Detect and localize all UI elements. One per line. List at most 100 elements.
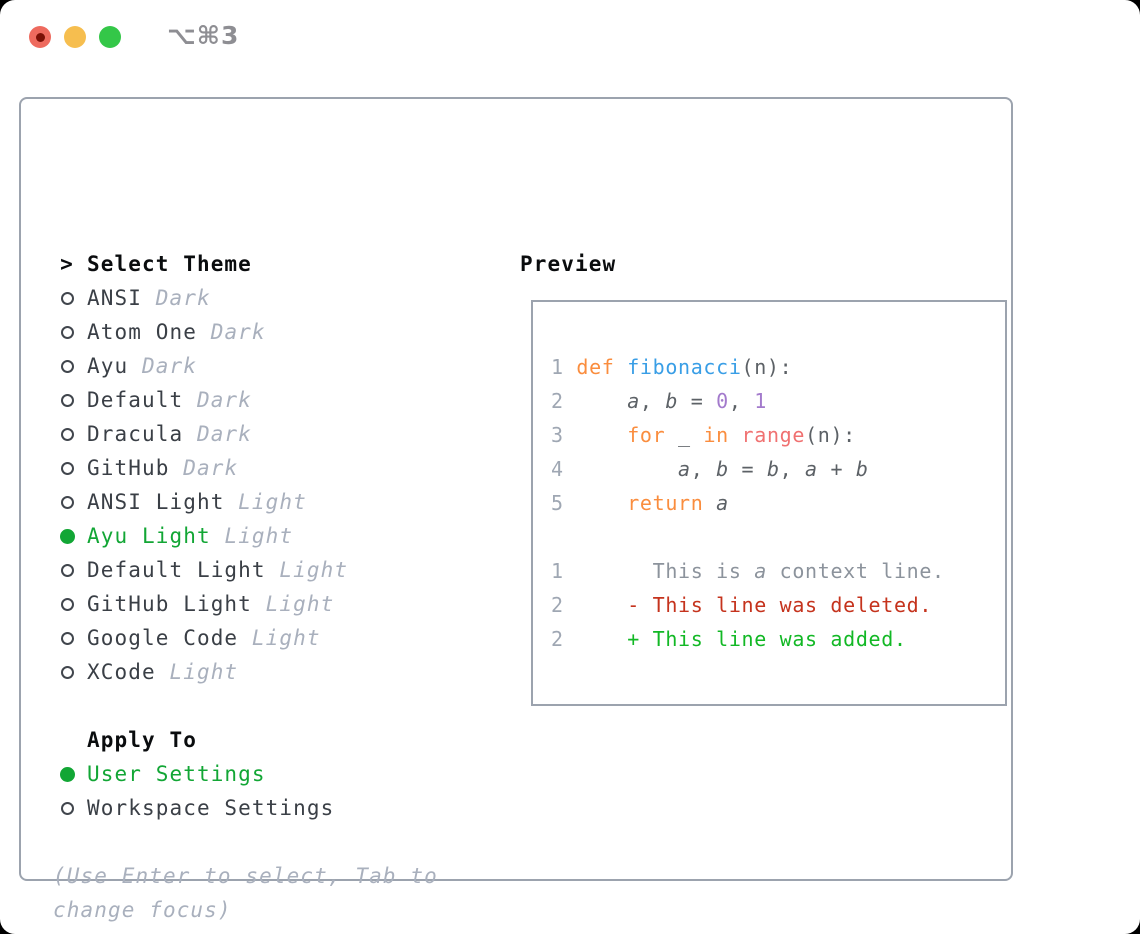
radio-selected-icon	[59, 528, 75, 544]
option-dracula[interactable]: Dracula Dark	[53, 417, 438, 451]
option-ansi-light[interactable]: ANSI Light Light	[53, 485, 438, 519]
code-line: 1 def fibonacci(n):	[551, 350, 1005, 384]
code-token: 1	[551, 355, 564, 379]
row-label: ANSI Light	[87, 490, 225, 514]
option-ansi[interactable]: ANSI Dark	[53, 281, 438, 315]
option-ayu[interactable]: Ayu Dark	[53, 349, 438, 383]
option-ayu-light[interactable]: Ayu Light Light	[53, 519, 438, 553]
radio-icon	[60, 359, 74, 373]
code-line: 4 a, b = b, a + b	[551, 452, 1005, 486]
blank-row	[53, 825, 438, 859]
radio-icon	[60, 665, 74, 679]
option-github[interactable]: GitHub Dark	[53, 451, 438, 485]
row-label: Select Theme	[87, 252, 252, 276]
row-label: (Use Enter to select, Tab to	[53, 864, 438, 888]
close-button[interactable]	[29, 26, 51, 48]
row-text: Apply To	[87, 728, 197, 752]
row-text: change focus)	[53, 898, 232, 922]
code-line: 1 This is a context line.	[551, 554, 1005, 588]
row-text: Select Theme	[87, 252, 252, 276]
code-token: ,	[639, 389, 666, 413]
code-token: b	[716, 457, 729, 481]
radio-icon	[60, 563, 74, 577]
row-label: GitHub Light	[87, 592, 252, 616]
row-text: User Settings	[87, 762, 266, 786]
row-text: Default Light Light	[87, 558, 348, 582]
variant-suffix: Light	[265, 558, 349, 582]
code-token: 2	[551, 627, 564, 651]
code-token	[564, 355, 577, 379]
variant-suffix: Light	[238, 626, 321, 650]
code-token: - This line was deleted.	[627, 593, 933, 617]
code-token	[564, 423, 628, 447]
option-workspace-settings[interactable]: Workspace Settings	[53, 791, 438, 825]
code-token: 2	[551, 389, 564, 413]
radio-icon	[60, 325, 74, 339]
radio-icon	[60, 597, 74, 611]
option-xcode[interactable]: XCode Light	[53, 655, 438, 689]
minimize-button[interactable]	[64, 26, 86, 48]
row-text: Workspace Settings	[87, 796, 334, 820]
variant-suffix: Dark	[141, 286, 211, 310]
row-label: GitHub	[87, 456, 170, 480]
variant-suffix: Light	[251, 592, 335, 616]
code-token: 1	[551, 559, 564, 583]
hint-row: (Use Enter to select, Tab to	[53, 859, 438, 893]
code-token: ,	[779, 457, 806, 481]
variant-suffix: Light	[155, 660, 239, 684]
row-text: Ayu Dark	[87, 354, 197, 378]
variant-suffix: Dark	[196, 320, 266, 344]
option-default-light[interactable]: Default Light Light	[53, 553, 438, 587]
option-user-settings[interactable]: User Settings	[53, 757, 438, 791]
code-line: 3 for _ in range(n):	[551, 418, 1005, 452]
blank-row	[53, 689, 438, 723]
row-label: Ayu Light	[87, 524, 211, 548]
code-token: =	[678, 389, 717, 413]
row-label: Google Code	[87, 626, 239, 650]
code-token: _	[665, 423, 704, 447]
option-google-code[interactable]: Google Code Light	[53, 621, 438, 655]
row-text: Atom One Dark	[87, 320, 266, 344]
code-token	[703, 491, 716, 515]
keyboard-shortcut-label: ⌥⌘3	[167, 21, 240, 50]
code-token: (n):	[741, 355, 793, 379]
close-dot-icon	[35, 32, 45, 42]
row-text: GitHub Light Light	[87, 592, 334, 616]
row-label: XCode	[87, 660, 156, 684]
variant-suffix: Dark	[183, 388, 252, 412]
row-text: Default Dark	[87, 388, 252, 412]
code-token: ,	[728, 389, 755, 413]
code-token: 0	[716, 389, 729, 413]
code-token: def	[576, 355, 615, 379]
row-label: Ayu	[87, 354, 129, 378]
code-token: a	[678, 457, 691, 481]
code-token: 3	[551, 423, 564, 447]
row-text: GitHub Dark	[87, 456, 238, 480]
option-github-light[interactable]: GitHub Light Light	[53, 587, 438, 621]
code-token	[564, 593, 628, 617]
row-label: ANSI	[87, 286, 142, 310]
code-token	[729, 423, 742, 447]
code-token: b	[665, 389, 679, 413]
variant-suffix: Dark	[183, 422, 252, 446]
code-token: 4	[551, 457, 564, 481]
hint-row: change focus)	[53, 893, 438, 927]
code-line: 2 a, b = 0, 1	[551, 384, 1005, 418]
row-text: (Use Enter to select, Tab to	[53, 864, 438, 888]
code-token: for	[627, 423, 666, 447]
code-token: +	[817, 457, 856, 481]
option-default[interactable]: Default Dark	[53, 383, 438, 417]
radio-icon	[60, 631, 74, 645]
code-token: return	[627, 491, 704, 515]
row-label: change focus)	[53, 898, 232, 922]
radio-icon	[60, 801, 74, 815]
code-token: b	[855, 457, 869, 481]
zoom-button[interactable]	[99, 26, 121, 48]
variant-suffix: Light	[210, 524, 294, 548]
variant-suffix: Dark	[128, 354, 197, 378]
radio-selected-icon	[59, 766, 75, 782]
option-atom-one[interactable]: Atom One Dark	[53, 315, 438, 349]
